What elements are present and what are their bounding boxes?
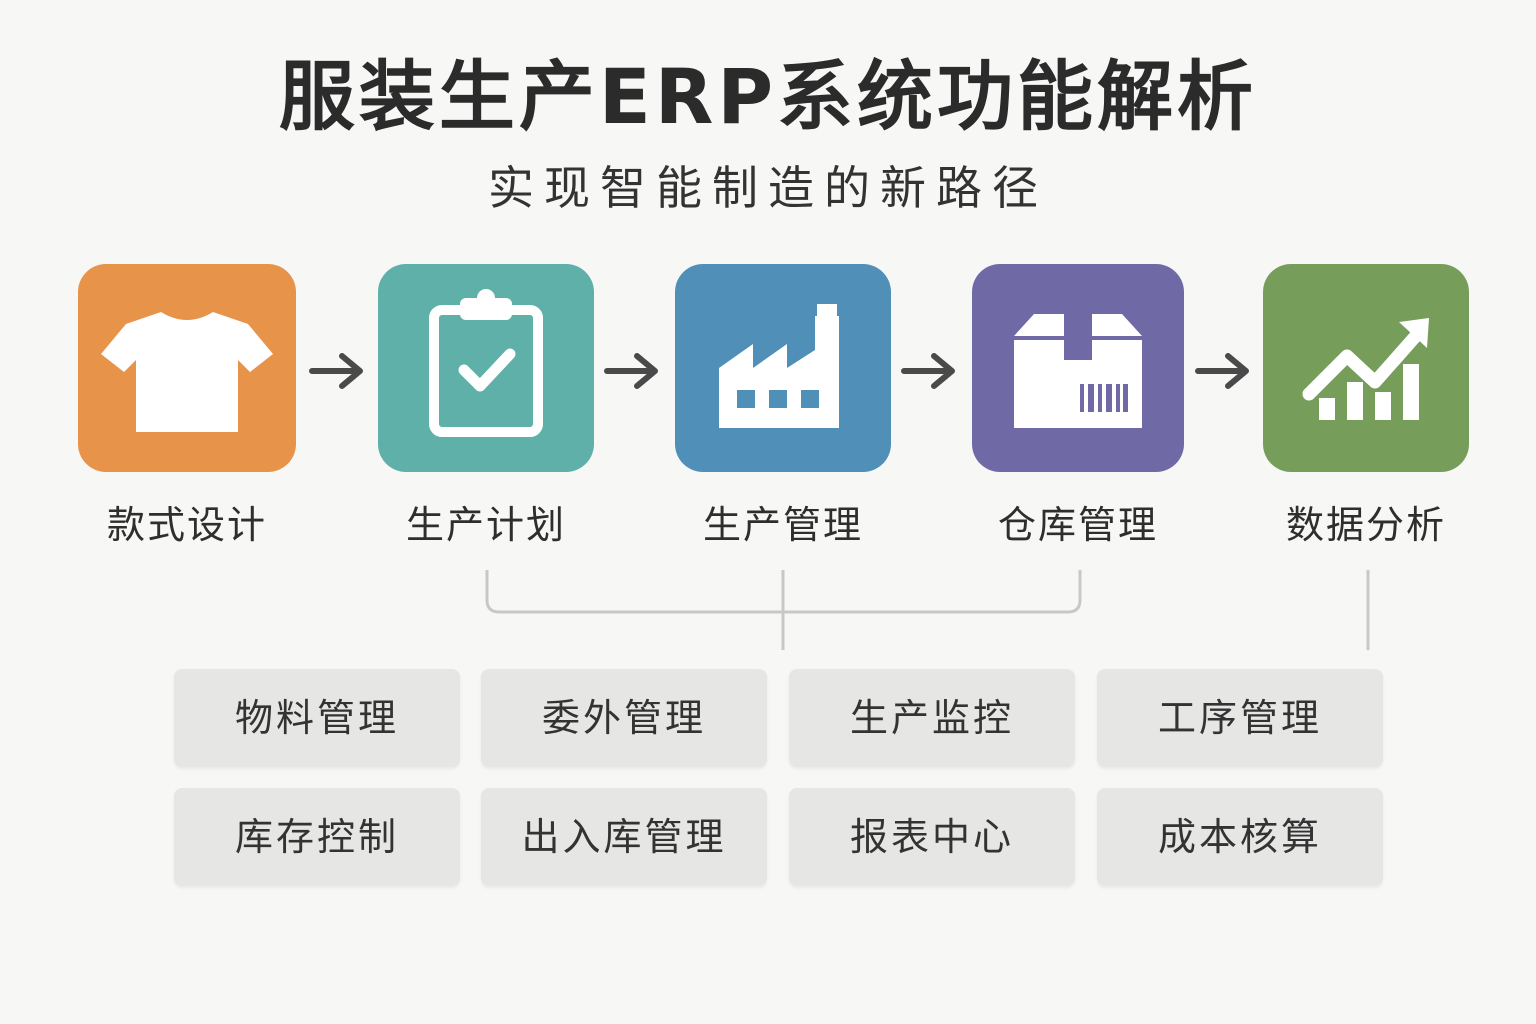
box-barcode-icon <box>1014 312 1142 428</box>
factory-icon <box>719 304 839 428</box>
step-label-plan: 生产计划 <box>405 503 566 547</box>
step-label-design: 款式设计 <box>106 503 267 547</box>
tshirt-icon <box>101 312 273 432</box>
module-report-center[interactable]: 报表中心 <box>789 788 1075 886</box>
step-label-production: 生产管理 <box>702 503 863 547</box>
page-title: 服装生产ERP系统功能解析 <box>278 52 1258 141</box>
step-tile-analysis <box>1263 264 1469 472</box>
growth-chart-icon <box>1302 318 1429 420</box>
module-stock-in-out-management[interactable]: 出入库管理 <box>481 788 767 886</box>
arrow-icon <box>604 353 658 389</box>
arrow-icon <box>1195 353 1249 389</box>
step-tile-design <box>78 264 296 472</box>
module-cost-accounting[interactable]: 成本核算 <box>1097 788 1383 886</box>
module-material-management[interactable]: 物料管理 <box>174 669 460 767</box>
module-outsourcing-management[interactable]: 委外管理 <box>481 669 767 767</box>
step-label-warehouse: 仓库管理 <box>997 503 1158 547</box>
clipboard-check-icon <box>429 289 543 437</box>
module-production-monitoring[interactable]: 生产监控 <box>789 669 1075 767</box>
step-tile-production <box>675 264 891 472</box>
step-tile-plan <box>378 264 594 472</box>
arrow-icon <box>309 353 363 389</box>
page-subtitle: 实现智能制造的新路径 <box>488 161 1048 215</box>
step-label-analysis: 数据分析 <box>1285 503 1446 547</box>
module-inventory-control[interactable]: 库存控制 <box>174 788 460 886</box>
arrow-icon <box>901 353 955 389</box>
module-process-management[interactable]: 工序管理 <box>1097 669 1383 767</box>
step-tile-warehouse <box>972 264 1184 472</box>
